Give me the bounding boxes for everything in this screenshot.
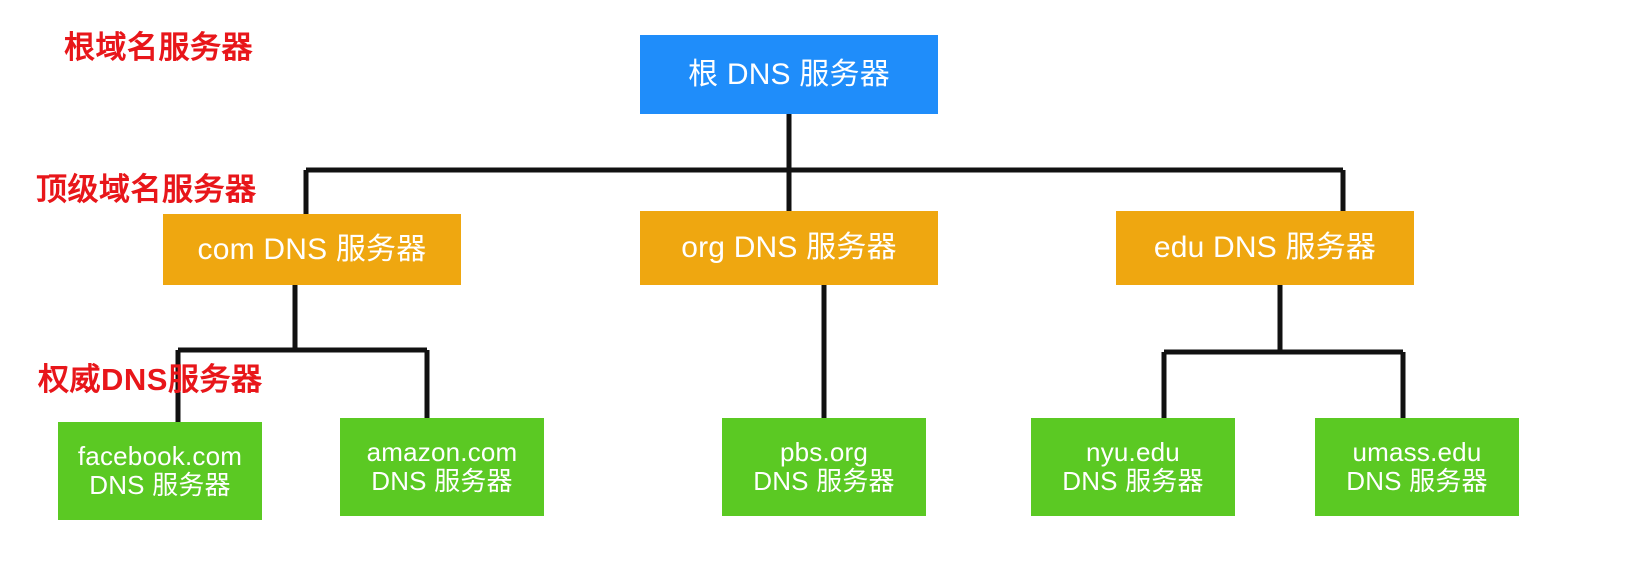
node-label-primary: pbs.org [779,436,869,467]
node-label-secondary: DNS 服务器 [1062,466,1204,496]
root-level-label: 根域名服务器 [64,30,253,65]
node-label-primary: facebook.com [77,440,243,471]
node-label-primary: com DNS 服务器 [197,232,427,266]
node-label-secondary: DNS 服务器 [1346,466,1488,496]
node-label-primary: amazon.com [366,436,518,467]
node-label-secondary: DNS 服务器 [89,470,231,500]
authoritative-level-label: 权威DNS服务器 [38,362,263,397]
node-label-primary: 根 DNS 服务器 [688,57,890,91]
node-label-primary: org DNS 服务器 [681,231,897,265]
node-label-primary: nyu.edu [1086,436,1180,467]
node-label-secondary: DNS 服务器 [753,466,895,496]
node-edu-dns-server[interactable]: edu DNS 服务器 [1116,211,1414,285]
tld-level-label: 顶级域名服务器 [36,172,257,207]
node-org-dns-server[interactable]: org DNS 服务器 [640,211,938,285]
node-root-dns-server[interactable]: 根 DNS 服务器 [640,35,938,114]
node-label-primary: umass.edu [1352,436,1482,467]
node-label-primary: edu DNS 服务器 [1153,231,1377,265]
node-label-secondary: DNS 服务器 [371,466,513,496]
node-com-dns-server[interactable]: com DNS 服务器 [163,214,461,285]
